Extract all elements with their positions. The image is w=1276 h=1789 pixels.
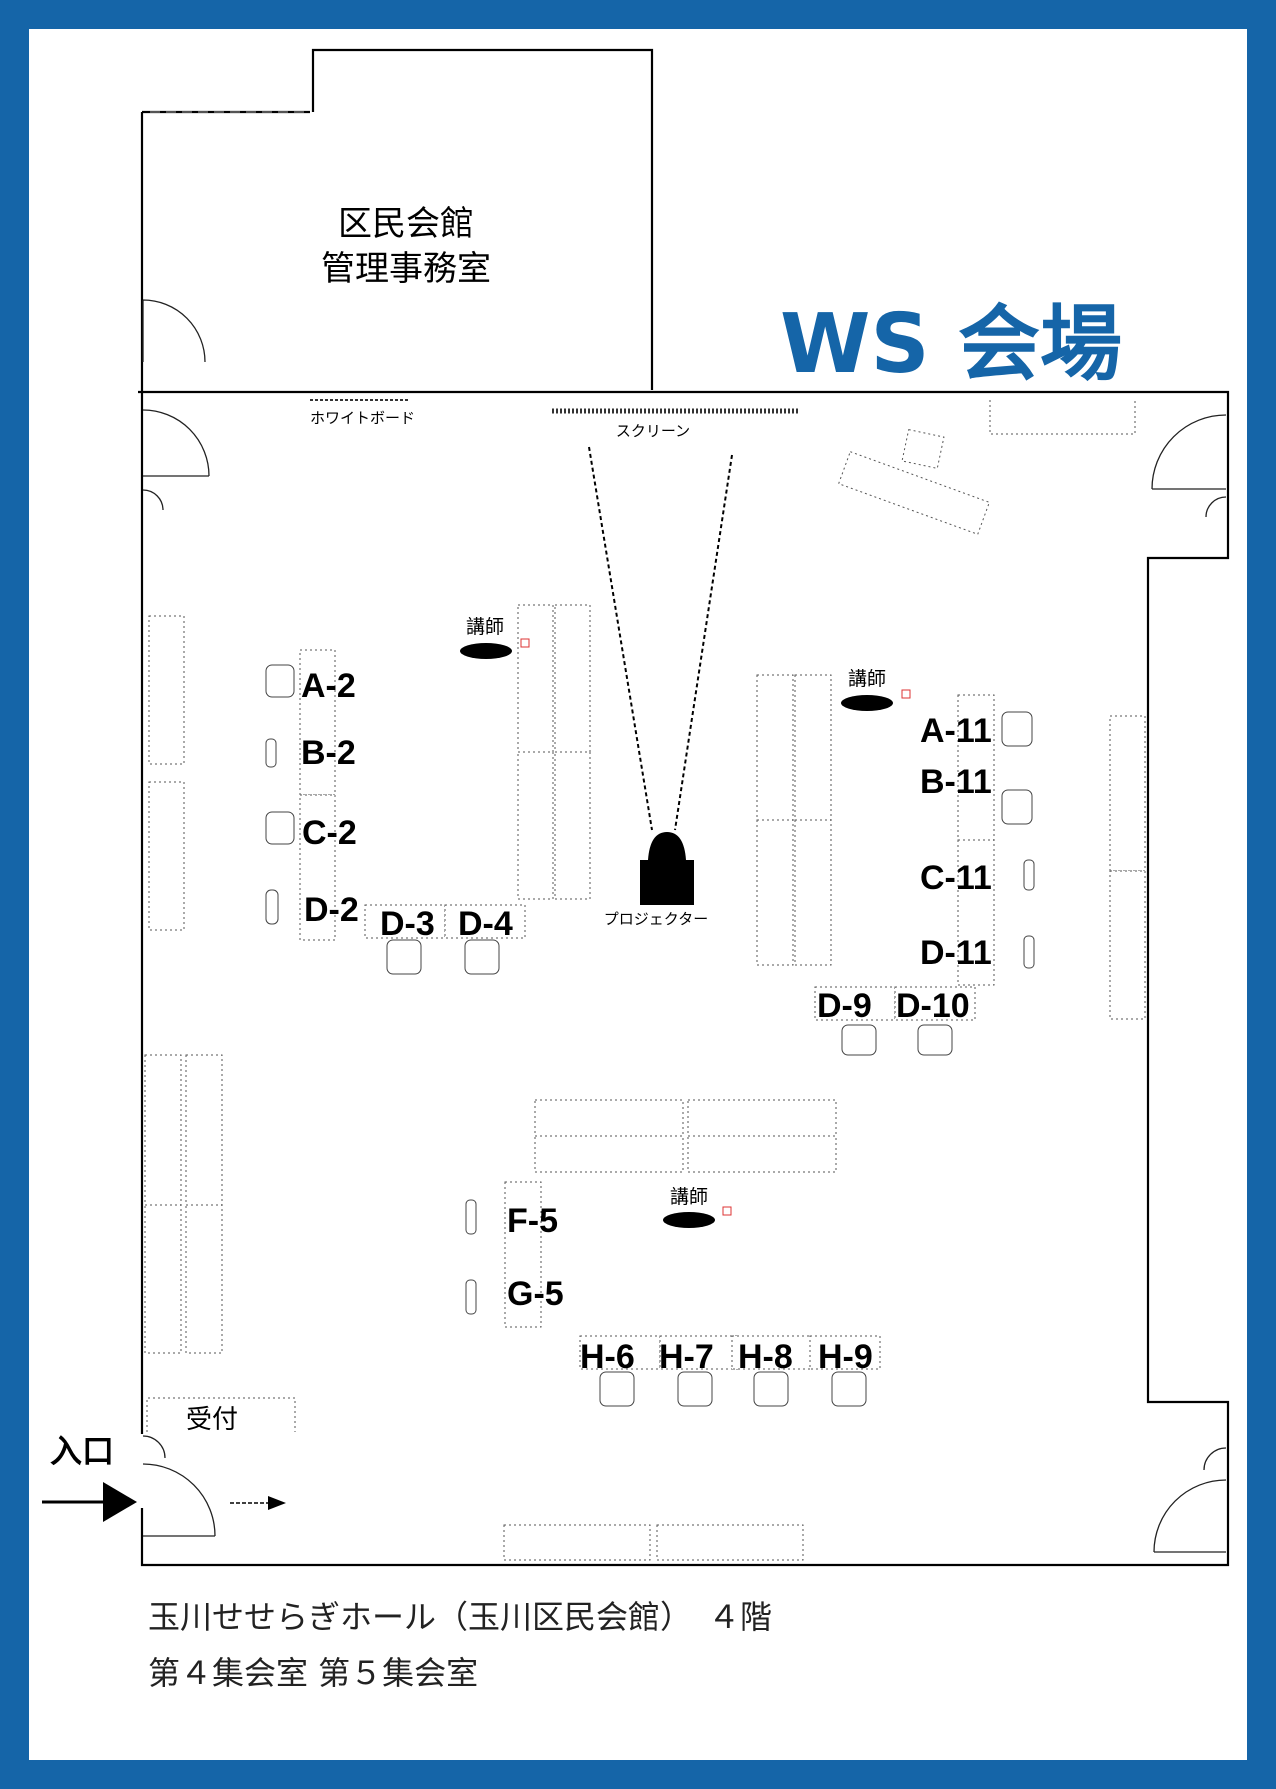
projector-label: プロジェクター	[604, 910, 708, 928]
seat-f5: F-5	[507, 1202, 558, 1240]
seat-g5: G-5	[507, 1275, 564, 1313]
door-top-right-b	[1205, 496, 1227, 518]
lecturer-3	[663, 1206, 732, 1228]
office-room	[140, 48, 654, 392]
door-entrance-b	[142, 1435, 166, 1459]
entrance-label: 入口	[50, 1432, 114, 1470]
projection-beam	[588, 446, 733, 831]
seat-d9: D-9	[817, 987, 872, 1025]
inward-arrow-icon	[230, 1496, 286, 1510]
seat-d3: D-3	[380, 905, 435, 943]
main-room-walls	[138, 390, 1230, 1567]
floor-map-sheet	[29, 29, 1247, 1760]
lecturer-label-2: 講師	[848, 668, 886, 690]
reception-label: 受付	[186, 1405, 238, 1435]
seat-h8: H-8	[738, 1338, 793, 1376]
seat-b11: B-11	[920, 763, 992, 801]
projector	[640, 832, 694, 905]
seat-h6: H-6	[580, 1338, 635, 1376]
seat-d10: D-10	[896, 987, 970, 1025]
lecturer-label-3: 講師	[670, 1186, 708, 1208]
seat-labels: A-2 B-2 C-2 D-2 D-3 D-4 A-11 B-11 C-11 D…	[301, 667, 992, 1376]
office-label-2: 管理事務室	[321, 249, 491, 289]
seat-h7: H-7	[659, 1338, 714, 1376]
chairs	[265, 664, 1035, 1407]
seat-b2: B-2	[301, 734, 356, 772]
seat-c11: C-11	[920, 859, 992, 897]
door-top-left	[142, 409, 210, 477]
lecturer-2	[841, 689, 911, 711]
door-top-right	[1151, 414, 1227, 490]
whiteboard-label: ホワイトボード	[310, 409, 415, 427]
entrance-arrow-icon	[42, 1482, 137, 1522]
seat-h9: H-9	[818, 1338, 873, 1376]
tables	[144, 604, 1146, 1561]
screen-label: スクリーン	[616, 422, 690, 440]
office-label-1: 区民会館	[338, 204, 474, 244]
footer-line-2: 第４集会室 第５集会室	[148, 1654, 478, 1692]
lecturer-1	[460, 638, 530, 659]
seat-d4: D-4	[458, 905, 513, 943]
door-bottom-right	[1153, 1479, 1227, 1553]
lecturer-label-1: 講師	[466, 616, 504, 638]
seat-d2: D-2	[304, 891, 359, 929]
office-door	[142, 299, 206, 363]
furniture-top-right	[838, 400, 1136, 535]
door-entrance	[142, 1463, 216, 1537]
seat-c2: C-2	[302, 814, 357, 852]
seat-a2: A-2	[301, 667, 356, 705]
footer-line-1: 玉川せせらぎホール（玉川区民会館） ４階	[148, 1598, 772, 1636]
door-top-left-b	[142, 489, 164, 511]
seat-d11: D-11	[920, 934, 992, 972]
door-bottom-right-b	[1203, 1447, 1227, 1471]
seat-a11: A-11	[920, 712, 992, 750]
map-title: WS 会場	[780, 297, 1122, 392]
